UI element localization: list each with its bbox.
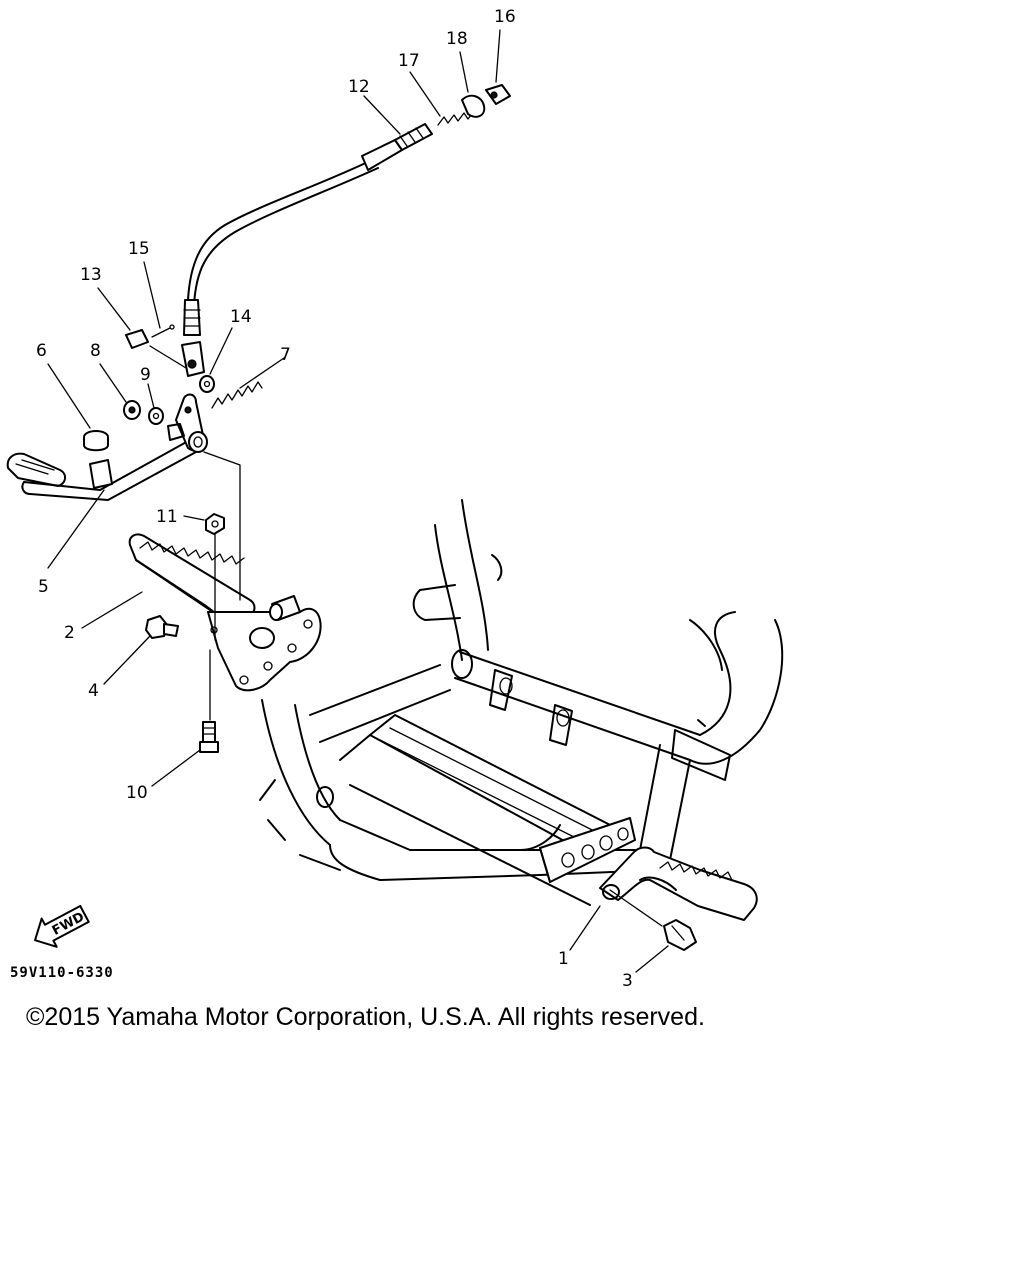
bolt-3 [663,919,697,951]
callout-4: 4 [88,681,99,701]
guide-lines [203,451,663,927]
fwd-arrow: FWD [34,904,90,948]
callout-9: 9 [140,365,151,385]
footrest-1 [599,846,758,921]
bolt-4 [145,615,179,639]
adjusting-nut-16 [485,84,511,105]
pin-13 [125,329,149,349]
callout-14: 14 [230,307,252,327]
callout-11: 11 [156,507,178,527]
callout-12: 12 [348,77,370,97]
callout-10: 10 [126,783,148,803]
nut-11 [205,513,225,535]
callout-1: 1 [558,949,569,969]
washer-14 [199,375,215,393]
callout-6: 6 [36,341,47,361]
callout-5: 5 [38,577,49,597]
callout-18: 18 [446,29,468,49]
cable-end-18 [461,94,486,118]
bolt-10 [199,721,219,753]
washer-9 [148,407,164,425]
leader-lines [47,29,669,973]
callout-16: 16 [494,7,516,27]
callout-17: 17 [398,51,420,71]
spring-7 [211,381,263,409]
callout-2: 2 [64,623,75,643]
parts-diagram: 16 18 17 12 15 13 14 7 6 8 9 11 5 2 4 10… [6,7,784,991]
brake-cable [181,123,433,377]
callout-13: 13 [80,265,102,285]
callout-15: 15 [128,239,150,259]
callouts: 16 18 17 12 15 13 14 7 6 8 9 11 5 2 4 10… [36,7,633,991]
frame [259,499,784,906]
return-spring-17 [437,110,475,126]
washer-8 [123,400,141,420]
diagram-code: 59V110-6330 [10,965,114,981]
callout-7: 7 [280,345,291,365]
cap-6 [83,430,109,452]
callout-8: 8 [90,341,101,361]
cotter-pin-15 [151,324,175,338]
brake-pedal-5 [6,393,208,501]
callout-3: 3 [622,971,633,991]
footrest-2 [128,533,322,692]
copyright-notice: ©2015 Yamaha Motor Corporation, U.S.A. A… [26,1003,705,1031]
